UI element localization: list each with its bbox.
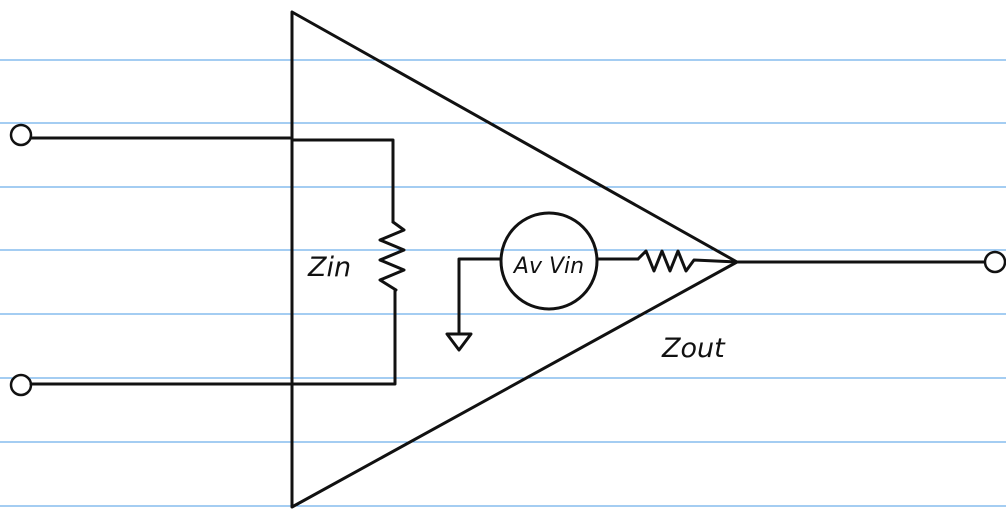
source-label: Av Vin	[512, 254, 584, 279]
zout-resistor	[636, 249, 739, 273]
input-terminal-bottom	[9, 373, 33, 397]
amplifier-triangle	[290, 10, 739, 509]
dependent-source-circle	[499, 211, 599, 311]
ground-icon	[445, 332, 473, 352]
zout-label: Zout	[661, 333, 726, 364]
zin-resistor	[378, 220, 406, 292]
zin-wire-bottom	[290, 288, 397, 386]
ground-wire	[457, 257, 503, 334]
input-terminal-top	[9, 123, 33, 147]
output-terminal	[983, 250, 1006, 274]
ruled-lines	[0, 59, 1006, 507]
zin-label: Zin	[307, 252, 351, 283]
zin-wire-top	[290, 138, 395, 224]
